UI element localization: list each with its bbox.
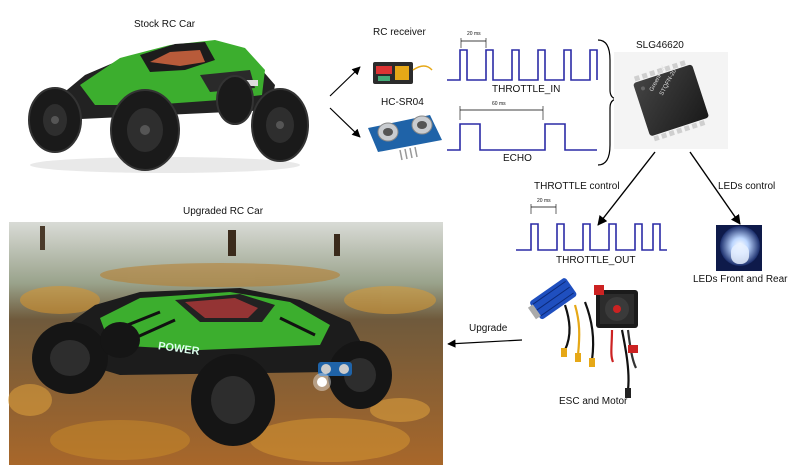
hc-sr04-label: HC-SR04 <box>381 97 424 108</box>
echo-label: ECHO <box>503 153 532 164</box>
chip-label: SLG46620 <box>636 40 684 51</box>
arrow-to-hcsr04 <box>329 107 361 138</box>
echo-period: 60 ms <box>492 101 506 107</box>
rc-receiver-label: RC receiver <box>373 27 426 38</box>
stock-car-label: Stock RC Car <box>134 19 196 30</box>
leds-control-label: LEDs control <box>718 181 776 192</box>
throttle-in-waveform <box>447 38 598 81</box>
throttle-out-period: 20 ms <box>537 198 551 204</box>
stock-rc-car-image <box>28 40 309 173</box>
throttle-in-label: THROTTLE_IN <box>492 84 561 95</box>
arrow-leds-control <box>689 151 741 225</box>
upgrade-label: Upgrade <box>469 323 508 334</box>
rc-receiver-image <box>373 62 433 84</box>
slg46620-chip-image <box>614 52 728 149</box>
arrow-throttle-control <box>597 151 656 226</box>
led-image <box>716 225 762 271</box>
throttle-in-period: 20 ms <box>467 31 481 37</box>
leds-front-rear-label: LEDs Front and Rear <box>693 274 788 285</box>
throttle-out-waveform <box>516 204 667 251</box>
echo-waveform <box>447 106 597 151</box>
arrow-to-receiver <box>329 66 361 97</box>
esc-motor-label: ESC and Motor <box>559 396 628 407</box>
upgraded-rc-car-photo <box>8 222 443 465</box>
throttle-control-label: THROTTLE control <box>534 181 620 192</box>
upgraded-car-label: Upgraded RC Car <box>183 206 264 217</box>
arrow-upgrade <box>447 339 523 348</box>
throttle-out-label: THROTTLE_OUT <box>556 255 636 266</box>
esc-motor-image <box>527 278 638 398</box>
hc-sr04-image <box>368 115 442 161</box>
